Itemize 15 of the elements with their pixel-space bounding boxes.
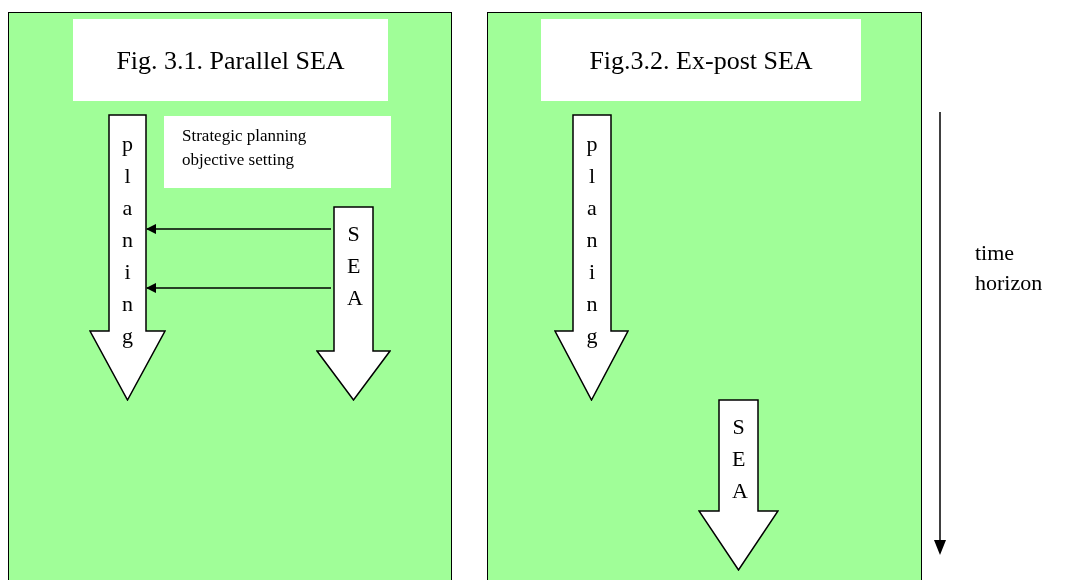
vertical-text: SEA bbox=[731, 413, 746, 505]
title-box bbox=[73, 19, 388, 101]
vertical-text: SEA bbox=[346, 220, 361, 312]
figure-title: Fig. 3.1. Parallel SEA bbox=[116, 44, 345, 77]
panel bbox=[487, 12, 922, 580]
vertical-text: planing bbox=[585, 130, 599, 350]
arrow bbox=[145, 282, 332, 294]
title-box bbox=[541, 19, 861, 101]
panel bbox=[8, 12, 452, 580]
note-text: Strategic planning objective setting bbox=[182, 125, 308, 171]
axis-label: time horizon bbox=[975, 239, 1044, 297]
vertical-text: planing bbox=[121, 130, 134, 350]
note-box bbox=[164, 116, 391, 188]
arrow bbox=[145, 223, 332, 235]
figure-title: Fig.3.2. Ex-post SEA bbox=[589, 44, 813, 77]
